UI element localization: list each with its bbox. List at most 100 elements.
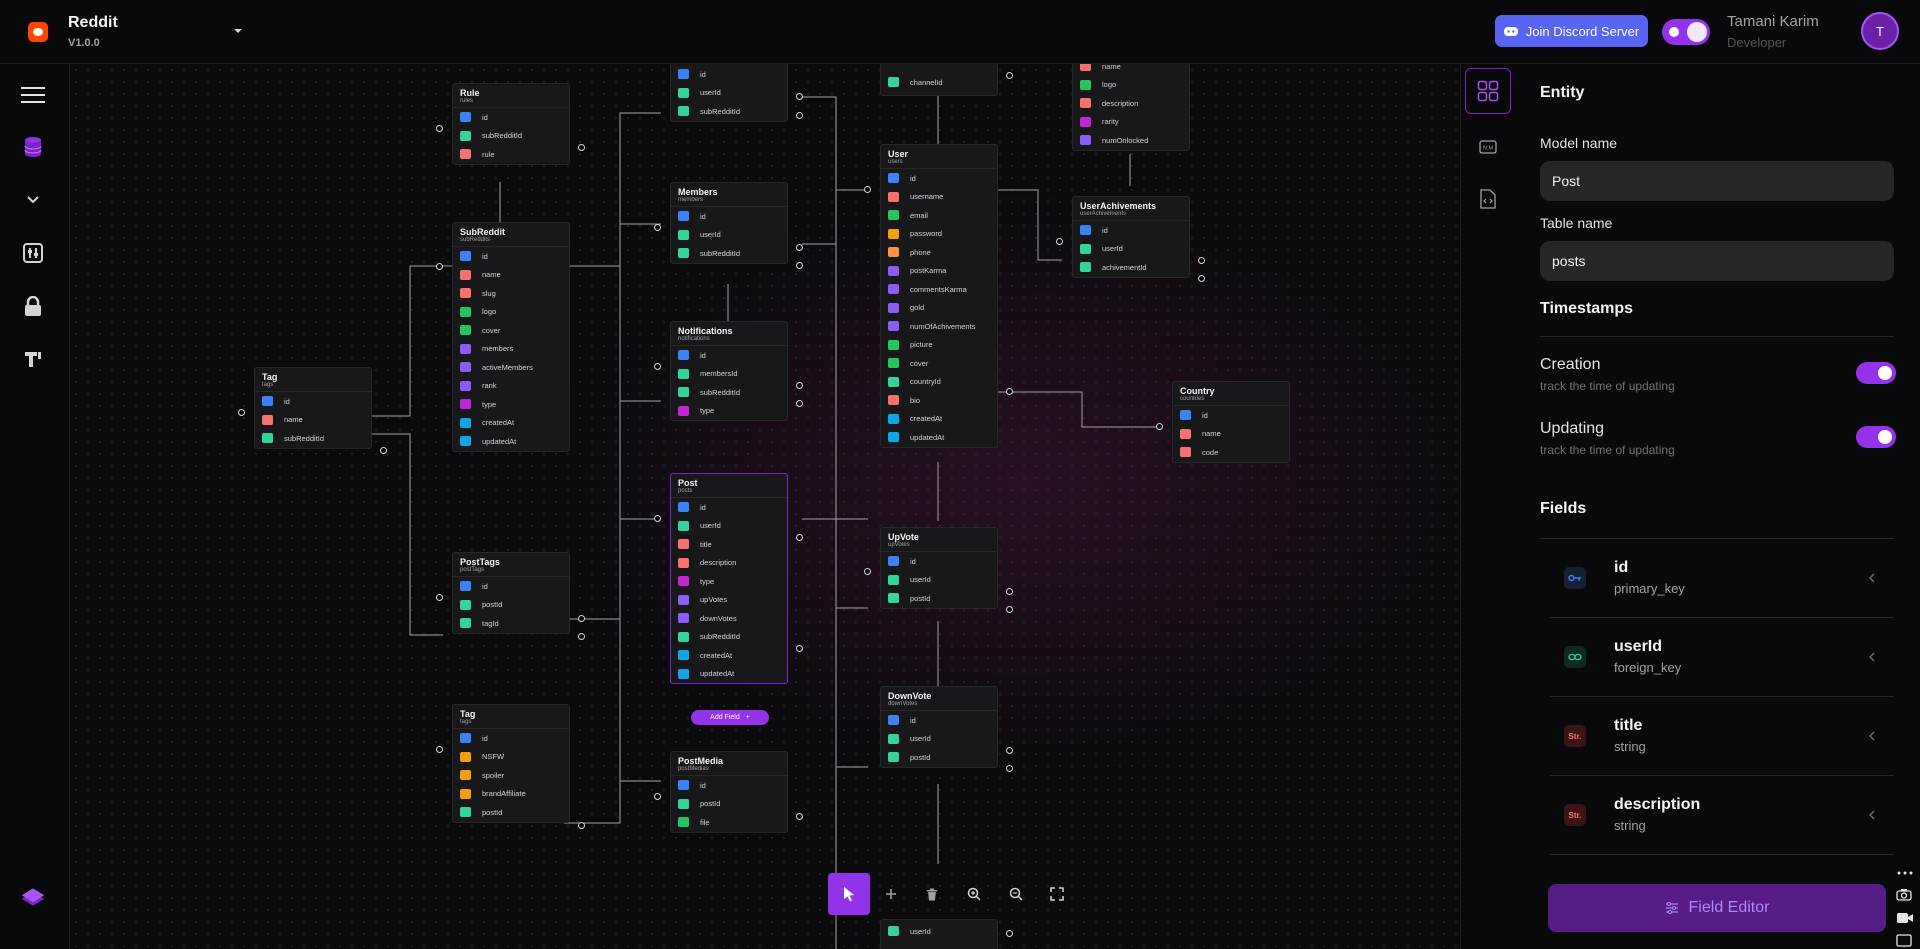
relations-tab-button[interactable]: N:M [1465,124,1511,170]
node-field[interactable]: createdAt [671,646,787,665]
creation-toggle[interactable] [1856,362,1896,384]
connection-handle[interactable] [1006,388,1013,395]
entity-node-partial-top[interactable]: id userId subRedditId [670,64,788,122]
node-field[interactable]: userId [881,730,997,749]
node-field[interactable]: id [453,247,569,266]
connection-handle[interactable] [796,93,803,100]
node-field[interactable]: file [671,813,787,832]
connection-handle[interactable] [796,400,803,407]
node-field[interactable]: tagId [453,614,569,633]
updating-toggle[interactable] [1856,426,1896,448]
node-field[interactable]: name [1173,425,1289,444]
connection-handle[interactable] [796,244,803,251]
node-field[interactable]: postKarma [881,262,997,281]
node-field[interactable]: members [453,340,569,359]
node-field[interactable]: picture [881,336,997,355]
field-row-id[interactable]: id primary_key [1550,539,1894,618]
node-field[interactable]: postId [881,748,997,767]
node-field[interactable]: downVotes [671,609,787,628]
node-field[interactable]: membersId [671,365,787,384]
node-field[interactable]: id [453,577,569,596]
entity-tab-button[interactable] [1465,68,1511,114]
entity-node-partial-bottom[interactable]: userId [880,919,998,949]
node-field[interactable]: id [671,346,787,365]
node-field[interactable]: id [671,207,787,226]
node-field[interactable]: name [453,266,569,285]
node-field[interactable]: title [671,535,787,554]
node-field[interactable]: name [1073,64,1189,76]
node-field[interactable]: updatedAt [881,428,997,447]
connection-handle[interactable] [578,615,585,622]
node-field[interactable]: updatedAt [453,432,569,451]
avatar[interactable]: T [1861,12,1899,50]
node-field[interactable]: userId [671,517,787,536]
connection-handle[interactable] [578,822,585,829]
connection-handle[interactable] [796,534,803,541]
node-field[interactable]: activeMembers [453,358,569,377]
connection-handle[interactable] [1056,238,1063,245]
node-field[interactable]: achivementId [1073,258,1189,277]
pointer-tool-button[interactable] [828,873,870,915]
entity-node-partial-channel[interactable]: channelId [880,64,998,96]
menu-icon[interactable] [20,82,46,108]
table-name-input[interactable]: posts [1540,241,1894,281]
video-icon[interactable] [1896,912,1914,924]
project-dropdown-icon[interactable] [233,26,243,36]
node-field[interactable]: rarity [1073,113,1189,132]
lock-icon[interactable] [20,293,46,319]
connection-handle[interactable] [654,224,661,231]
node-field[interactable]: userId [671,226,787,245]
node-field[interactable]: userId [671,84,787,103]
node-field[interactable]: subRedditId [671,244,787,263]
node-field[interactable]: channelId [881,73,997,92]
node-field[interactable]: logo [1073,76,1189,95]
node-field[interactable]: username [881,188,997,207]
node-field[interactable]: id [881,711,997,730]
node-field[interactable]: subRedditId [453,127,569,146]
node-field[interactable]: bio [881,391,997,410]
node-field[interactable]: subRedditId [671,628,787,647]
node-field[interactable]: cover [881,354,997,373]
node-field[interactable]: description [671,554,787,573]
zoom-in-button[interactable] [953,873,995,915]
connection-handle[interactable] [1198,275,1205,282]
window-icon[interactable] [1896,934,1912,947]
chevron-left-icon[interactable] [1868,573,1876,583]
connection-handle[interactable] [1198,257,1205,264]
node-field[interactable]: postId [881,589,997,608]
database-icon[interactable] [20,134,46,160]
connection-handle[interactable] [654,515,661,522]
add-node-button[interactable] [870,873,912,915]
connection-handle[interactable] [864,186,871,193]
node-field[interactable]: id [1173,406,1289,425]
node-field[interactable]: upVotes [671,591,787,610]
node-field[interactable]: postId [453,803,569,822]
chevron-left-icon[interactable] [1868,652,1876,662]
node-field[interactable]: type [671,572,787,591]
node-field[interactable]: name [255,411,371,430]
node-field[interactable]: postId [671,795,787,814]
join-discord-button[interactable]: Join Discord Server [1495,15,1648,47]
node-field[interactable]: rank [453,377,569,396]
connection-handle[interactable] [654,363,661,370]
fit-view-button[interactable] [1036,873,1078,915]
field-row-description[interactable]: Str. description string [1550,776,1894,855]
connection-handle[interactable] [1006,747,1013,754]
connection-handle[interactable] [864,568,871,575]
connection-handle[interactable] [1156,423,1163,430]
node-field[interactable]: id [453,729,569,748]
field-editor-button[interactable]: Field Editor [1548,884,1886,932]
node-field[interactable]: userId [1073,240,1189,259]
connection-handle[interactable] [238,409,245,416]
chevron-left-icon[interactable] [1868,731,1876,741]
camera-icon[interactable] [1896,888,1912,901]
node-field[interactable]: id [453,108,569,127]
